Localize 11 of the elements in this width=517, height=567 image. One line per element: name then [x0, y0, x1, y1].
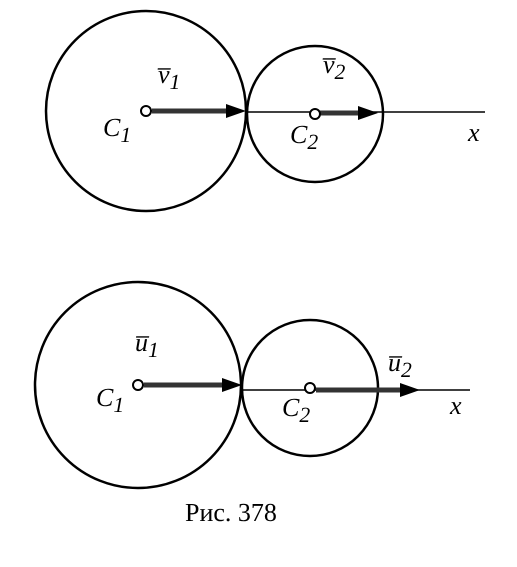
- point-label: C$_{2}$: [282, 395, 310, 427]
- figure-caption: Рис. 378: [185, 500, 277, 526]
- point-label: C$_{1}$: [96, 385, 124, 417]
- vector-label: v̅$_{1}$: [158, 62, 180, 94]
- axis-label: x: [468, 120, 480, 146]
- vector-label: v̅$_{2}$: [323, 52, 346, 84]
- axis-label: x: [450, 393, 462, 419]
- vector-label: u̅$_{1}$: [135, 330, 159, 362]
- point-label: C$_{2}$: [290, 122, 318, 154]
- vector-label: u̅$_{2}$: [388, 350, 412, 382]
- point-label: C$_{1}$: [103, 115, 132, 147]
